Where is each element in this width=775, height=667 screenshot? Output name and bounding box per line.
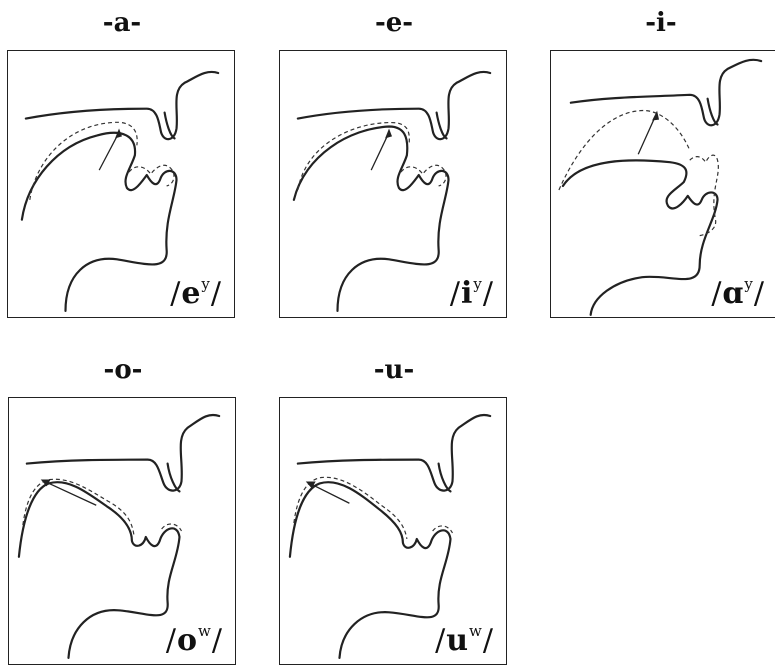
vocal-tract-panel-e: /iy/ (279, 50, 507, 318)
phoneme-superscript: y (201, 275, 211, 293)
phoneme-symbol: ɑ (722, 276, 745, 311)
phoneme-symbol: i (461, 276, 474, 311)
vocal-tract-diagram-u (288, 413, 492, 659)
panel-title-u: -u- (373, 355, 415, 385)
vocal-tract-diagram-a (20, 70, 220, 312)
phoneme-symbol: e (181, 276, 202, 311)
phoneme-symbol: u (446, 623, 470, 658)
vocal-tract-panel-i: /ɑy/ (550, 50, 775, 318)
panel-title-i: -i- (645, 8, 677, 38)
panel-title-a: -a- (102, 8, 142, 38)
vocal-tract-panel-a: /ey/ (7, 50, 235, 318)
phoneme-superscript: y (473, 275, 483, 293)
vocal-tract-diagram-i (558, 58, 763, 316)
phoneme-label-a: /ey/ (170, 275, 222, 311)
vocal-tract-diagram-e (292, 70, 492, 312)
panel-title-e: -e- (374, 8, 414, 38)
phoneme-superscript: y (744, 275, 754, 293)
phoneme-superscript: w (198, 622, 212, 640)
vocal-tract-panel-o: /ow/ (8, 397, 236, 665)
phoneme-label-i: /ɑy/ (711, 275, 765, 311)
phoneme-label-o: /ow/ (165, 622, 223, 658)
vocal-tract-panel-u: /uw/ (279, 397, 507, 665)
phoneme-label-u: /uw/ (435, 622, 494, 658)
panel-title-o: -o- (103, 355, 143, 385)
vocal-tract-diagram-o (17, 413, 221, 659)
phoneme-label-e: /iy/ (449, 275, 494, 311)
phoneme-symbol: o (177, 623, 199, 658)
phoneme-superscript: w (469, 622, 483, 640)
